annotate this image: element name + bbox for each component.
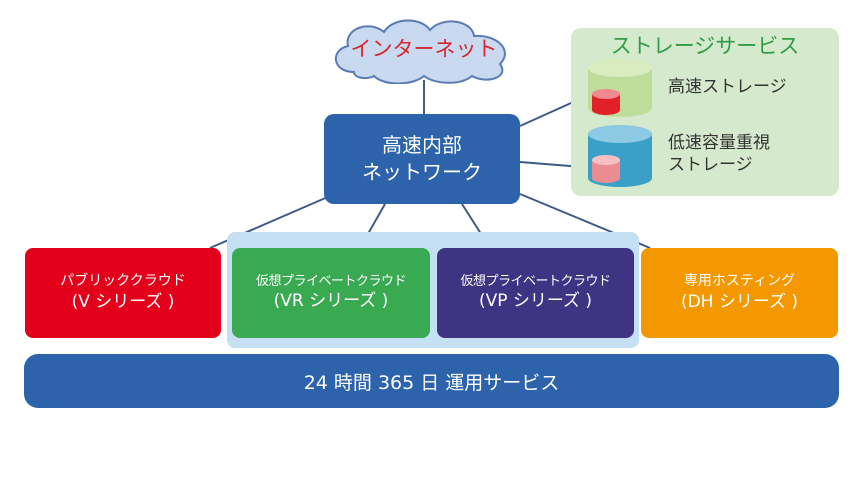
slow-storage-label: 低速容量重視 ストレージ bbox=[668, 132, 770, 176]
public-cloud-box: パブリッククラウド (V シリーズ ) bbox=[25, 248, 221, 338]
service-name: 専用ホスティング bbox=[683, 273, 796, 290]
dh-hosting-box: 専用ホスティング (DH シリーズ ) bbox=[641, 248, 838, 338]
slow-storage-icon bbox=[588, 125, 652, 187]
service-name: 仮想プライベートクラウド bbox=[460, 273, 611, 289]
ops-label: 24 時間 365 日 運用サービス bbox=[303, 371, 560, 394]
service-series: (V シリーズ ) bbox=[71, 291, 175, 312]
service-series: (DH シリーズ ) bbox=[680, 291, 799, 312]
service-series: (VP シリーズ ) bbox=[478, 291, 593, 312]
vr-cloud-box: 仮想プライベートクラウド (VR シリーズ ) bbox=[232, 248, 430, 338]
core-line-1: 高速内部 bbox=[382, 133, 462, 157]
core-line-2: ネットワーク bbox=[362, 160, 482, 184]
service-series: (VR シリーズ ) bbox=[273, 291, 389, 312]
slow-storage-line-2: ストレージ bbox=[668, 155, 753, 176]
cloud-icon bbox=[335, 19, 506, 84]
slow-storage-line-1: 低速容量重視 bbox=[668, 133, 770, 153]
fast-storage-icon bbox=[588, 59, 652, 117]
service-name: パブリッククラウド bbox=[60, 273, 186, 290]
fast-storage-label: 高速ストレージ bbox=[668, 77, 787, 97]
vp-cloud-box: 仮想プライベートクラウド (VP シリーズ ) bbox=[437, 248, 634, 338]
ops-service-band: 24 時間 365 日 運用サービス bbox=[24, 354, 839, 408]
internet-label: インターネット bbox=[350, 37, 498, 61]
core-network-node: 高速内部 ネットワーク bbox=[324, 114, 520, 204]
storage-title: ストレージサービス bbox=[610, 34, 800, 58]
service-name: 仮想プライベートクラウド bbox=[255, 273, 407, 289]
